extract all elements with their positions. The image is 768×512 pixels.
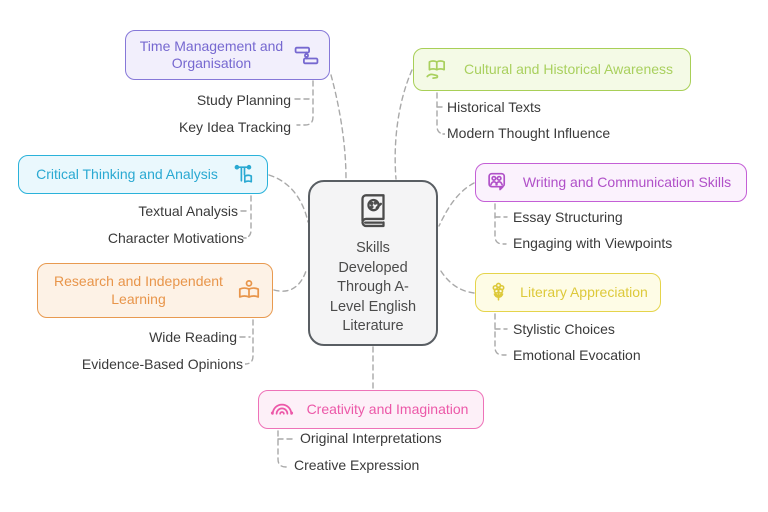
branch-label: Cultural and Historical Awareness [463, 60, 674, 77]
branch-time-management: Time Management and Organisation [125, 30, 330, 80]
sub-item-study-planning: Study Planning [196, 92, 291, 108]
sub-item-textual-analysis: Textual Analysis [138, 203, 238, 219]
branch-writing: Writing and Communication Skills [475, 163, 747, 202]
branch-cultural: Cultural and Historical Awareness [413, 48, 691, 91]
dropline-cultural [436, 92, 446, 135]
sub-item-essay-structuring: Essay Structuring [513, 209, 623, 225]
sub-item-evidence-based-opinions: Evidence-Based Opinions [81, 356, 243, 372]
dropline-literary [494, 313, 507, 356]
dropline-research [244, 319, 254, 365]
branch-label: Writing and Communication Skills [522, 173, 732, 190]
central-node: Skills Developed Through A-Level English… [308, 180, 438, 346]
branch-label: Literary Appreciation [520, 283, 648, 300]
branch-label: Critical Thinking and Analysis [36, 165, 218, 182]
sub-item-wide-reading: Wide Reading [149, 329, 237, 345]
sub-item-engaging-with-viewpoints: Engaging with Viewpoints [513, 235, 673, 251]
branch-creativity: Creativity and Imagination [258, 390, 484, 429]
sub-item-original-interpretations: Original Interpretations [300, 430, 442, 446]
connector-critical-thinking [268, 174, 309, 223]
flower-icon [486, 280, 511, 305]
branch-literary: Literary Appreciation [475, 273, 661, 312]
connector-time-management [330, 74, 347, 180]
book-palette-icon [352, 189, 394, 231]
central-title: Skills Developed Through A-Level English… [329, 240, 417, 335]
branch-label: Time Management and Organisation [139, 37, 284, 72]
branch-label: Creativity and Imagination [306, 400, 469, 417]
connector-research [273, 267, 308, 292]
sub-item-key-idea-tracking: Key Idea Tracking [178, 119, 291, 135]
dropline-time-management [296, 80, 314, 126]
dropline-creativity [277, 430, 290, 468]
lectern-book-icon [232, 162, 257, 187]
person-reading-icon [236, 278, 262, 304]
rainbow-icon [269, 397, 295, 423]
branch-label: Research and Independent Learning [54, 273, 223, 307]
connector-writing [438, 182, 475, 227]
branch-critical-thinking: Critical Thinking and Analysis [18, 155, 268, 194]
connector-cultural [394, 69, 413, 180]
sub-item-character-motivations: Character Motivations [107, 230, 244, 246]
people-chat-icon [486, 170, 511, 195]
sub-item-modern-thought-influence: Modern Thought Influence [447, 125, 611, 141]
sub-item-emotional-evocation: Emotional Evocation [513, 347, 641, 363]
connector-literary [438, 267, 475, 294]
timeline-icon [294, 43, 319, 68]
sub-item-creative-expression: Creative Expression [294, 457, 420, 473]
dropline-writing [494, 203, 507, 245]
sub-item-historical-texts: Historical Texts [447, 99, 541, 115]
branch-research: Research and Independent Learning [37, 263, 273, 318]
dropline-critical-thinking [242, 195, 252, 239]
hand-book-icon [424, 57, 450, 83]
sub-item-stylistic-choices: Stylistic Choices [513, 321, 615, 337]
